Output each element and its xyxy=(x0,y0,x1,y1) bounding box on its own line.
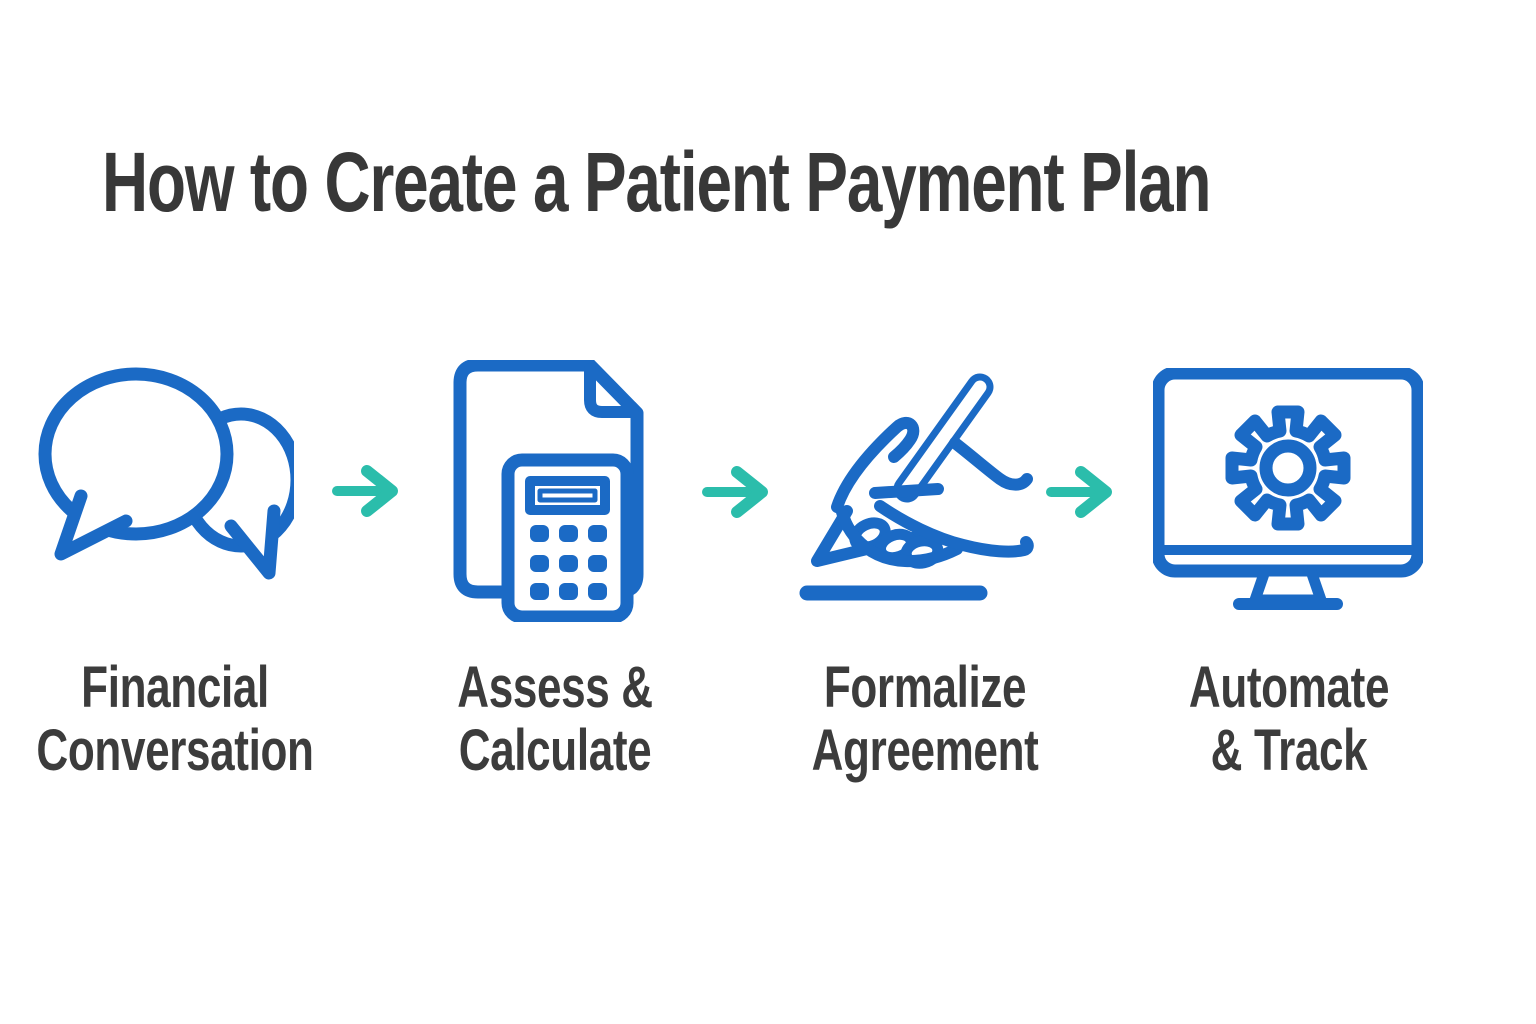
monitor-gear-icon xyxy=(1153,368,1423,616)
step-label-line: Agreement xyxy=(811,718,1039,783)
step-label-line: Calculate xyxy=(458,718,652,783)
step-label-line: Assess & xyxy=(457,655,653,720)
arrow-right-icon xyxy=(1044,463,1124,521)
step-label-line: Financial xyxy=(81,655,269,720)
step-label-line: Formalize xyxy=(823,655,1027,720)
step-label: Formalize Agreement xyxy=(773,656,1077,782)
step-label-line: & Track xyxy=(1210,718,1368,783)
arrow-right-icon xyxy=(330,462,410,520)
speech-bubbles-icon xyxy=(36,366,294,588)
step-label-line: Automate xyxy=(1188,655,1390,720)
arrow-right-icon xyxy=(700,463,780,521)
step-label: Financial Conversation xyxy=(23,656,327,782)
step-label: Automate & Track xyxy=(1137,656,1441,782)
document-calculator-icon xyxy=(450,360,650,622)
page-title: How to Create a Patient Payment Plan xyxy=(102,135,1212,229)
signing-hand-icon xyxy=(795,365,1045,610)
step-label: Assess & Calculate xyxy=(403,656,707,782)
step-label-line: Conversation xyxy=(36,718,314,783)
